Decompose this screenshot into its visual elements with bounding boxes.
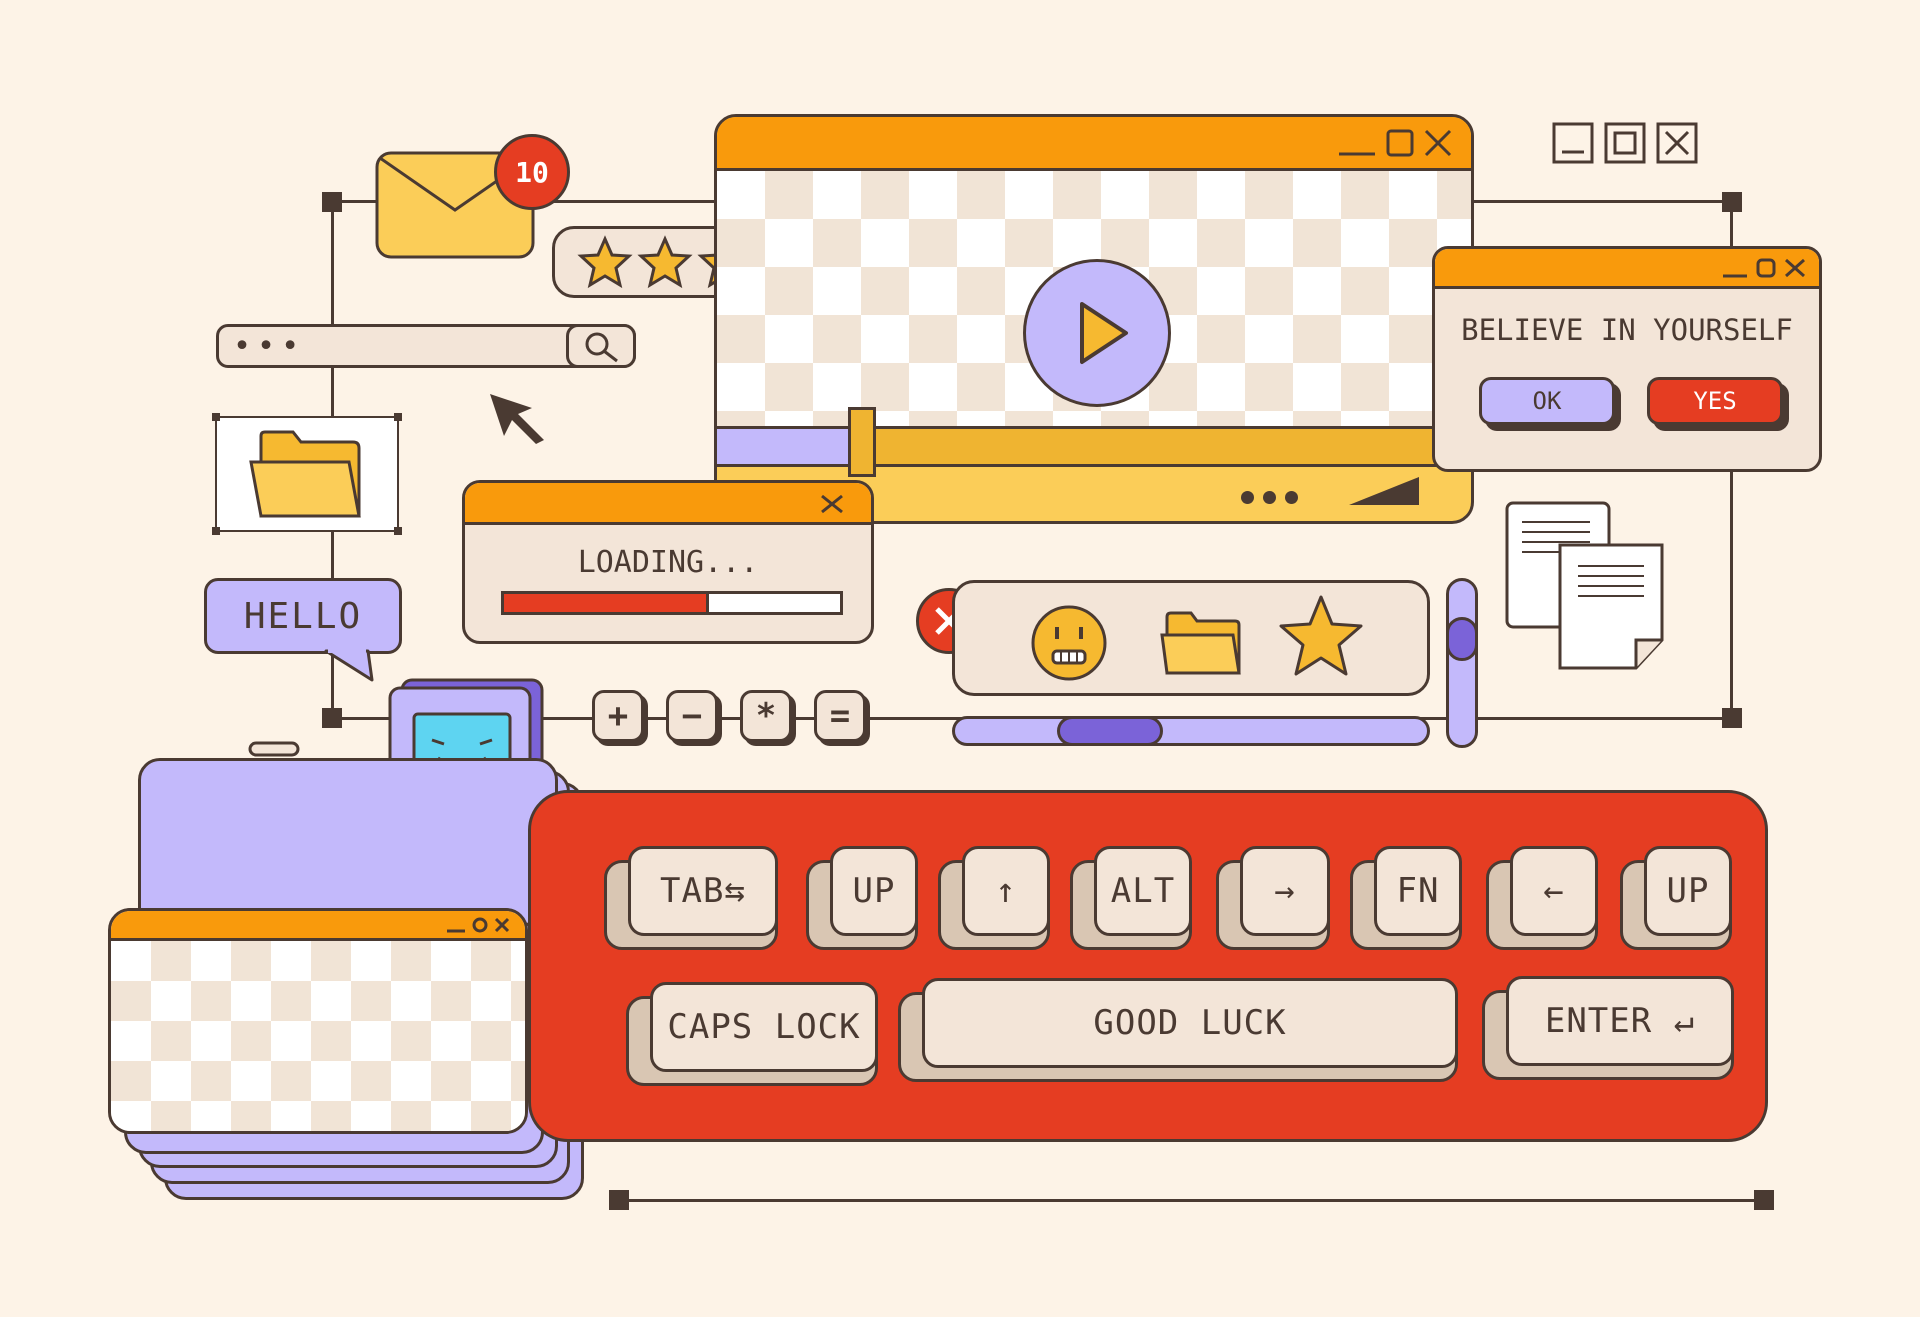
minimize-icon[interactable]: [1721, 257, 1749, 279]
dialog-titlebar: [1435, 249, 1819, 289]
search-bar[interactable]: •••: [216, 324, 636, 368]
close-icon[interactable]: [1783, 257, 1807, 279]
blank-window: [108, 908, 528, 1134]
blank-window-content[interactable]: [111, 941, 525, 1131]
play-button[interactable]: [1023, 259, 1171, 407]
hello-speech-bubble: HELLO: [204, 578, 402, 654]
video-window-controls: [1337, 128, 1453, 158]
calc-key-plus[interactable]: +: [592, 690, 648, 746]
calc-key-multiply[interactable]: *: [740, 690, 796, 746]
calc-key-minus[interactable]: −: [666, 690, 722, 746]
key-up-2[interactable]: UP: [1620, 846, 1732, 950]
connector-node: [322, 708, 342, 728]
key-space-good-luck[interactable]: GOOD LUCK: [898, 978, 1458, 1082]
message-dialog: BELIEVE IN YOURSELF OK YES: [1432, 246, 1822, 472]
close-icon[interactable]: [819, 493, 845, 515]
horizontal-scrollbar[interactable]: [952, 716, 1430, 746]
more-options-button[interactable]: [1241, 491, 1298, 504]
vertical-scrollbar[interactable]: [1446, 578, 1478, 748]
hello-text: HELLO: [243, 595, 363, 637]
video-area[interactable]: [717, 171, 1471, 429]
window-controls: [1552, 122, 1698, 164]
selected-folder[interactable]: [212, 413, 402, 535]
key-fn[interactable]: FN: [1350, 846, 1462, 950]
connector-line: [1470, 200, 1732, 203]
connector-node: [1722, 708, 1742, 728]
video-progress-fill: [717, 429, 863, 464]
dialog-message: BELIEVE IN YOURSELF: [1461, 313, 1793, 347]
loading-progress-fill: [504, 594, 709, 612]
connector-node: [322, 192, 342, 212]
keyboard-panel: [528, 790, 1768, 1142]
scrollbar-thumb[interactable]: [1446, 617, 1478, 661]
loading-titlebar: [465, 483, 871, 525]
minimize-icon[interactable]: [1337, 128, 1377, 158]
ok-button[interactable]: OK: [1479, 377, 1621, 431]
blank-window-titlebar: [111, 911, 525, 941]
close-icon[interactable]: [1423, 128, 1453, 158]
icon-tray: [952, 580, 1430, 696]
connector-node: [1722, 192, 1742, 212]
key-enter[interactable]: ENTER ↵: [1482, 976, 1734, 1080]
maximize-icon[interactable]: [1385, 128, 1415, 158]
star-icon[interactable]: [1275, 591, 1367, 683]
yes-button[interactable]: YES: [1647, 377, 1789, 431]
loading-window: LOADING...: [462, 480, 874, 644]
document-icon: [1505, 501, 1664, 670]
maximize-icon[interactable]: [1755, 257, 1777, 279]
star-icon[interactable]: [639, 237, 691, 287]
key-alt[interactable]: ALT: [1070, 846, 1192, 950]
mail-badge-count: 10: [515, 155, 549, 189]
star-icon[interactable]: [579, 237, 631, 287]
bubble-tail: [324, 649, 374, 682]
minimize-icon[interactable]: [445, 916, 467, 934]
close-icon[interactable]: [493, 916, 511, 934]
loading-progress-bar: [501, 591, 843, 615]
video-window: [714, 114, 1474, 524]
maximize-icon[interactable]: [471, 916, 489, 934]
video-seek-handle[interactable]: [848, 407, 876, 477]
key-arrow-right[interactable]: →: [1216, 846, 1330, 950]
search-button[interactable]: [566, 324, 636, 368]
folder-icon[interactable]: [1159, 609, 1245, 679]
key-arrow-left[interactable]: ←: [1486, 846, 1598, 950]
play-icon: [1080, 302, 1128, 364]
dialog-window-controls: [1721, 257, 1807, 279]
key-caps-lock[interactable]: CAPS LOCK: [626, 982, 878, 1086]
connector-line: [619, 1199, 1765, 1202]
maximize-icon[interactable]: [1604, 122, 1646, 164]
search-input[interactable]: •••: [233, 329, 306, 364]
connector-node: [609, 1190, 629, 1210]
scrollbar-thumb[interactable]: [1057, 716, 1163, 746]
mail-badge: 10: [494, 134, 570, 210]
video-titlebar: [717, 117, 1471, 171]
loading-text: LOADING...: [577, 545, 759, 580]
close-icon[interactable]: [1656, 122, 1698, 164]
volume-icon[interactable]: [1347, 475, 1421, 507]
key-up[interactable]: UP: [806, 846, 918, 950]
search-icon: [585, 332, 618, 363]
key-arrow-up[interactable]: ↑: [938, 846, 1050, 950]
connector-node: [1754, 1190, 1774, 1210]
key-tab[interactable]: TAB⇆: [604, 846, 778, 950]
blank-window-controls: [445, 916, 511, 934]
folder-icon: [249, 430, 361, 518]
minimize-icon[interactable]: [1552, 122, 1594, 164]
video-seek-bar[interactable]: [717, 429, 1471, 467]
calc-key-equals[interactable]: =: [814, 690, 870, 746]
emoji-icon[interactable]: [1029, 603, 1109, 683]
cursor-icon: [490, 394, 544, 444]
